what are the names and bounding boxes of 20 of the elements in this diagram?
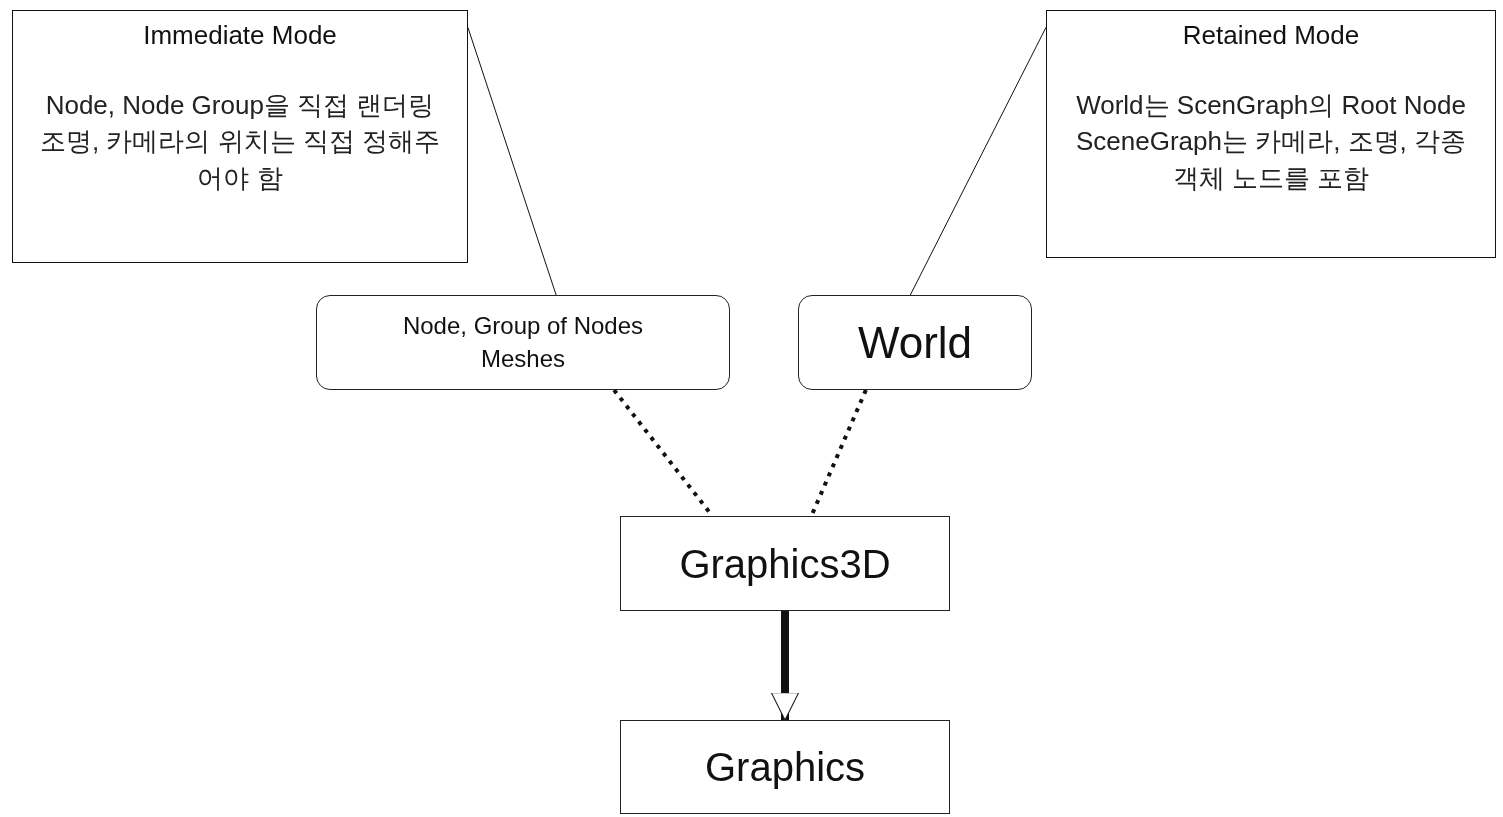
note-box xyxy=(1046,10,1496,258)
box-label: Graphics3D xyxy=(679,540,891,588)
note-text: World는 ScenGraph의 Root Node xyxy=(1076,88,1466,122)
box-label: Graphics xyxy=(704,744,866,791)
class-box xyxy=(620,720,950,814)
rounded-box xyxy=(316,295,730,390)
connector-line xyxy=(909,26,1047,296)
connector-line xyxy=(467,27,557,296)
note-text: Node, Node Group을 직접 랜더링 xyxy=(45,88,435,122)
rounded-box xyxy=(798,295,1032,390)
box-label: Node, Group of Nodes Meshes xyxy=(401,311,645,374)
note-box xyxy=(12,10,468,263)
box-label: World xyxy=(857,316,973,369)
arrow xyxy=(770,611,800,721)
note-title: Immediate Mode xyxy=(143,19,337,52)
note-title: Retained Mode xyxy=(1182,19,1360,52)
class-box xyxy=(620,516,950,611)
dotted-connector xyxy=(809,389,868,517)
note-text: SceneGraph는 카메라, 조명, 각종 객체 노드를 포함 xyxy=(1074,125,1468,195)
note-text: 조명, 카메라의 위치는 직접 정해주어야 함 xyxy=(39,125,441,195)
